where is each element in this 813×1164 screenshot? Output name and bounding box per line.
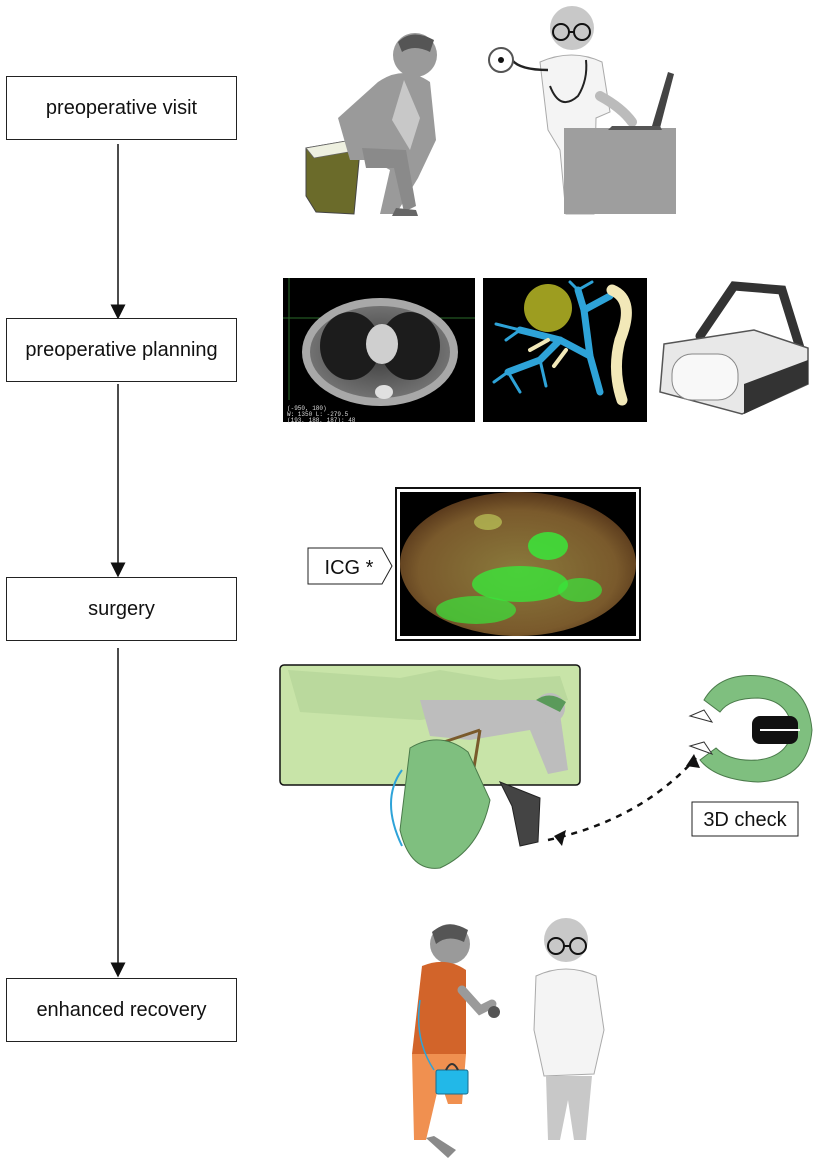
stethoscope-icon	[549, 59, 588, 104]
3d-check-arrow	[547, 757, 697, 842]
stage-surgery: surgery	[6, 577, 237, 641]
stage-label: enhanced recovery	[36, 998, 207, 1021]
icg-pointer	[307, 547, 393, 585]
vr-headset-icon	[659, 281, 809, 415]
drain-bag-icon	[435, 1069, 469, 1095]
stage-preoperative-visit: preoperative visit	[6, 76, 237, 140]
tumor-sphere	[524, 284, 572, 332]
3d-reconstruction-image	[483, 278, 647, 422]
stage-enhanced-recovery: enhanced recovery	[6, 978, 237, 1042]
icg-label: ICG *	[325, 557, 374, 579]
stage-label: surgery	[88, 597, 155, 620]
ct-readout-2: W: 1350 L: -279.5	[287, 411, 349, 418]
stage-label: preoperative visit	[45, 96, 198, 119]
nurse-icon	[533, 918, 605, 1140]
stage-label: preoperative planning	[25, 338, 218, 361]
laptop-icon	[652, 72, 674, 128]
surgery-scene	[279, 664, 581, 869]
stage-preoperative-planning: preoperative planning	[6, 318, 237, 382]
lying-patient-icon	[420, 700, 568, 774]
recovery-illustration	[412, 918, 605, 1158]
ct-readout-3: (193, 188, 187): 48	[287, 417, 356, 424]
preop-visit-illustration	[305, 6, 676, 216]
ct-readout-1: (-950, 180)	[287, 405, 327, 412]
ct-scan-image: (-950, 180) W: 1350 L: -279.5 (193, 188,…	[283, 278, 475, 424]
3d-check-box	[691, 801, 799, 837]
recovering-patient-icon	[412, 924, 500, 1158]
seated-patient-icon	[338, 33, 437, 216]
3d-check-label: 3D check	[703, 809, 787, 831]
desk-icon	[564, 128, 676, 214]
3d-check-headset-icon	[688, 675, 813, 783]
icg-fluorescence-image	[395, 487, 641, 641]
surgeon-icon	[399, 739, 491, 869]
